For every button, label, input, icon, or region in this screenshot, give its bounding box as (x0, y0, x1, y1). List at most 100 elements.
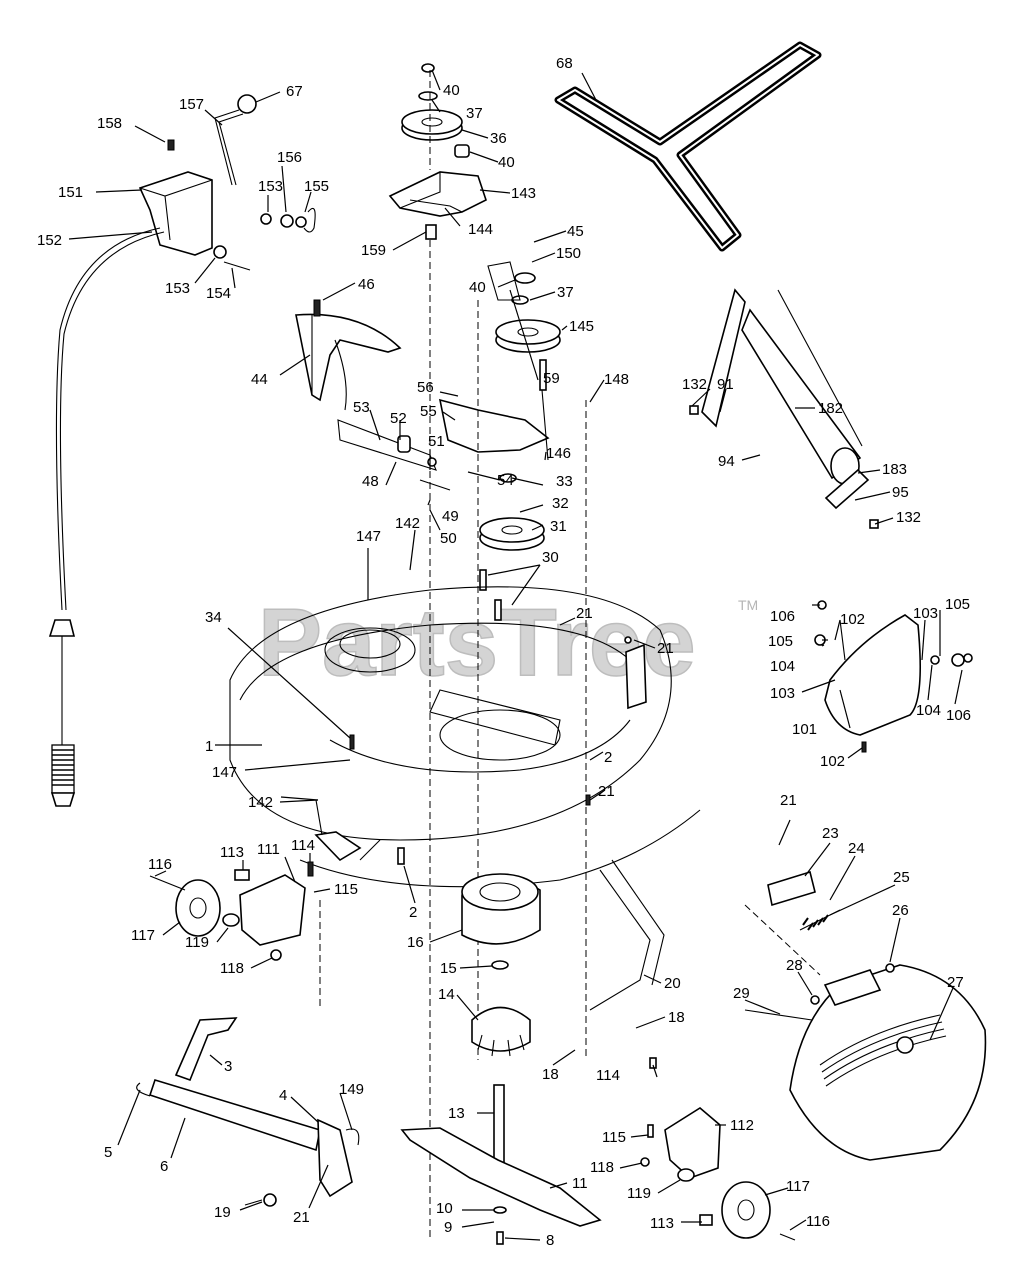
callout-118b: 118 (590, 1159, 614, 1176)
callout-147b: 147 (212, 764, 237, 781)
callout-13: 13 (448, 1105, 465, 1122)
callout-21c: 21 (598, 783, 615, 800)
callout-11: 11 (572, 1175, 588, 1192)
callout-142: 142 (395, 515, 420, 532)
callout-132b: 132 (896, 509, 921, 526)
callout-155: 155 (304, 178, 329, 195)
callout-40b: 40 (498, 154, 515, 171)
watermark: PartsTree TM (257, 588, 758, 697)
callout-103: 103 (770, 685, 795, 702)
callout-21b: 21 (657, 640, 674, 657)
callout-14: 14 (438, 986, 455, 1003)
callout-31: 31 (550, 518, 567, 535)
callout-183: 183 (882, 461, 907, 478)
callout-147: 147 (356, 528, 381, 545)
callout-59: 59 (543, 370, 560, 387)
callout-148: 148 (604, 371, 629, 388)
callout-102: 102 (840, 611, 865, 628)
discharge-chute (744, 963, 987, 1161)
callout-159: 159 (361, 242, 386, 259)
callout-142b: 142 (248, 794, 273, 811)
callout-46: 46 (358, 276, 375, 293)
gauge-wheel-right (640, 1057, 796, 1241)
callout-56: 56 (417, 379, 434, 396)
deck-cover (295, 299, 451, 491)
callout-94: 94 (718, 453, 735, 470)
callout-115: 115 (334, 881, 358, 898)
callout-49: 49 (442, 508, 459, 525)
callout-153: 153 (258, 178, 283, 195)
callout-106b: 106 (946, 707, 971, 724)
callout-32: 32 (552, 495, 569, 512)
callout-33: 33 (556, 473, 573, 490)
callout-118: 118 (220, 960, 244, 977)
side-deflector (814, 600, 973, 753)
callout-145: 145 (569, 318, 594, 335)
drive-belt (554, 41, 822, 252)
callout-15: 15 (440, 960, 457, 977)
callout-182: 182 (818, 400, 843, 417)
callout-106: 106 (770, 608, 795, 625)
callout-34: 34 (205, 609, 222, 626)
gauge-wheel-left (149, 799, 405, 1010)
callout-18: 18 (668, 1009, 685, 1026)
callout-144: 144 (468, 221, 493, 238)
callout-10: 10 (436, 1200, 453, 1217)
callout-152: 152 (37, 232, 62, 249)
callout-150: 150 (556, 245, 581, 262)
callout-53: 53 (353, 399, 370, 416)
callout-23: 23 (822, 825, 839, 842)
callout-156: 156 (277, 149, 302, 166)
callout-29: 29 (733, 985, 750, 1002)
callout-67: 67 (286, 83, 303, 100)
callout-3: 3 (224, 1058, 232, 1075)
callout-37: 37 (466, 105, 483, 122)
callout-labels: 68 67 157 158 156 153 155 151 152 153 15… (37, 55, 971, 1249)
callout-119: 119 (185, 934, 209, 951)
callout-104: 104 (770, 658, 795, 675)
callout-9: 9 (444, 1219, 452, 1236)
callout-2b: 2 (409, 904, 417, 921)
leader-lines (68, 69, 963, 1241)
callout-50: 50 (440, 530, 457, 547)
callout-40c: 40 (469, 279, 486, 296)
callout-44: 44 (251, 371, 268, 388)
callout-36: 36 (490, 130, 507, 147)
callout-117: 117 (131, 927, 155, 944)
callout-68: 68 (556, 55, 573, 72)
callout-19: 19 (214, 1204, 231, 1221)
callout-112: 112 (730, 1117, 754, 1134)
callout-91: 91 (717, 376, 734, 393)
callout-6: 6 (160, 1158, 168, 1175)
callout-105b: 105 (945, 596, 970, 613)
callout-40: 40 (443, 82, 460, 99)
callout-28: 28 (786, 957, 803, 974)
callout-45: 45 (567, 223, 584, 240)
callout-48: 48 (362, 473, 379, 490)
callout-20: 20 (664, 975, 681, 992)
callout-1: 1 (205, 738, 213, 755)
callout-21e: 21 (780, 792, 797, 809)
top-pulley-assembly (388, 63, 487, 240)
callout-104b: 104 (916, 702, 941, 719)
callout-51: 51 (428, 433, 445, 450)
callout-101: 101 (792, 721, 817, 738)
callout-158: 158 (97, 115, 122, 132)
callout-151: 151 (58, 184, 83, 201)
callout-55: 55 (420, 403, 437, 420)
callout-103b: 103 (913, 605, 938, 622)
callout-25: 25 (893, 869, 910, 886)
callout-149: 149 (339, 1081, 364, 1098)
callout-143: 143 (511, 185, 536, 202)
callout-116b: 116 (806, 1213, 830, 1230)
callout-117b: 117 (786, 1178, 810, 1195)
callout-37b: 37 (557, 284, 574, 301)
callout-102b: 102 (820, 753, 845, 770)
callout-30: 30 (542, 549, 559, 566)
part-drawings (48, 41, 987, 1245)
callout-111: 111 (257, 841, 280, 858)
watermark-trademark: TM (738, 597, 758, 613)
callout-52: 52 (390, 410, 407, 427)
callout-115b: 115 (602, 1129, 626, 1146)
